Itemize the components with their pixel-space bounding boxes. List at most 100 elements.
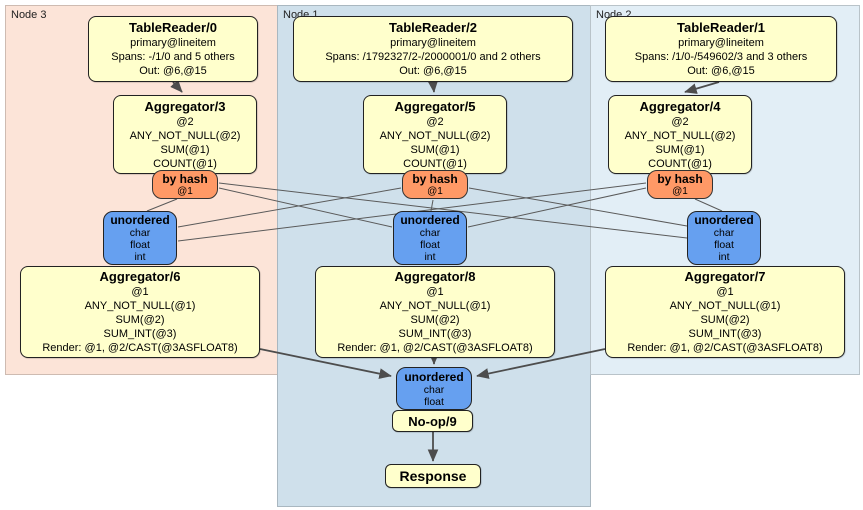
agg-group-cols: @1 bbox=[716, 286, 734, 298]
agg-group-cols: @1 bbox=[426, 286, 444, 298]
edge-hash3-u8 bbox=[218, 187, 393, 228]
router-by-hash-5: by hash @1 bbox=[402, 170, 468, 199]
sync-type: float bbox=[424, 395, 444, 408]
processor-tablereader-1: TableReader/1 primary@lineitem Spans: /1… bbox=[605, 16, 837, 82]
edge-agg7-sync bbox=[476, 348, 606, 379]
router-by-hash-3: by hash @1 bbox=[152, 170, 218, 199]
processor-title: Aggregator/4 bbox=[639, 98, 721, 114]
node3-label: Node 3 bbox=[11, 9, 47, 21]
agg-fn: SUM(@2) bbox=[115, 314, 165, 326]
processor-aggregator-7: Aggregator/7 @1 ANY_NOT_NULL(@1) SUM(@2)… bbox=[605, 266, 845, 358]
processor-tablereader-0: TableReader/0 primary@lineitem Spans: -/… bbox=[88, 16, 258, 82]
edge-hash5-u6 bbox=[177, 187, 402, 228]
agg-fn: ANY_NOT_NULL(@2) bbox=[379, 129, 491, 142]
processor-tablereader-2: TableReader/2 primary@lineitem Spans: /1… bbox=[293, 16, 573, 82]
agg-fn: ANY_NOT_NULL(@1) bbox=[379, 300, 491, 312]
edge-hash4-u8 bbox=[467, 187, 647, 228]
router-columns: @1 bbox=[177, 185, 193, 197]
edge-tr2-agg5 bbox=[427, 79, 439, 93]
agg-group-cols: @1 bbox=[131, 286, 149, 298]
agg-fn: SUM(@2) bbox=[700, 314, 750, 326]
sync-title: unordered bbox=[400, 213, 460, 227]
agg-fn: ANY_NOT_NULL(@1) bbox=[84, 300, 196, 312]
processor-aggregator-6: Aggregator/6 @1 ANY_NOT_NULL(@1) SUM(@2)… bbox=[20, 266, 260, 358]
agg-fn: ANY_NOT_NULL(@2) bbox=[624, 129, 736, 142]
processor-title: Aggregator/7 bbox=[684, 269, 766, 284]
agg-group-cols: @2 bbox=[426, 115, 444, 128]
sync-type: int bbox=[424, 251, 436, 263]
processor-title: Aggregator/8 bbox=[394, 269, 476, 284]
edge-agg6-sync bbox=[259, 348, 392, 379]
sync-title: unordered bbox=[694, 213, 754, 227]
agg-group-cols: @2 bbox=[176, 115, 194, 128]
processor-out: Out: @6,@15 bbox=[139, 65, 207, 77]
processor-detail: primary@lineitem bbox=[678, 37, 764, 49]
router-title: by hash bbox=[162, 171, 208, 186]
agg-fn: SUM(@2) bbox=[410, 314, 460, 326]
processor-title: TableReader/1 bbox=[677, 20, 765, 35]
sync-title: unordered bbox=[110, 213, 170, 227]
processor-detail: primary@lineitem bbox=[130, 37, 216, 49]
router-by-hash-4: by hash @1 bbox=[647, 170, 713, 199]
sync-type: float bbox=[130, 239, 150, 251]
sync-title: unordered bbox=[404, 369, 464, 384]
agg-fn: SUM_INT(@3) bbox=[398, 328, 472, 340]
processor-title: TableReader/2 bbox=[389, 20, 477, 35]
router-columns: @1 bbox=[672, 185, 688, 197]
agg-fn: ANY_NOT_NULL(@2) bbox=[129, 129, 241, 142]
processor-noop-9: No-op/9 bbox=[392, 410, 473, 432]
agg-fn: COUNT(@1) bbox=[153, 157, 217, 170]
processor-spans: Spans: /1792327/2-/2000001/0 and 2 other… bbox=[325, 51, 541, 63]
processor-detail: primary@lineitem bbox=[390, 37, 476, 49]
agg-render: Render: @1, @2/CAST(@3ASFLOAT8) bbox=[337, 342, 533, 354]
agg-render: Render: @1, @2/CAST(@3ASFLOAT8) bbox=[627, 342, 823, 354]
synchronizer-unordered-node1: unordered char float int bbox=[393, 211, 467, 265]
processor-aggregator-3: Aggregator/3 @2 ANY_NOT_NULL(@2) SUM(@1)… bbox=[113, 95, 257, 174]
processor-aggregator-5: Aggregator/5 @2 ANY_NOT_NULL(@2) SUM(@1)… bbox=[363, 95, 507, 174]
processor-spans: Spans: /1/0-/549602/3 and 3 others bbox=[634, 51, 808, 63]
synchronizer-unordered-node3: unordered char float int bbox=[103, 211, 177, 265]
agg-fn: SUM_INT(@3) bbox=[688, 328, 762, 340]
edge-hash5-u7 bbox=[468, 187, 688, 227]
processor-title: Aggregator/3 bbox=[144, 98, 226, 114]
flow-edges bbox=[170, 79, 720, 462]
agg-fn: COUNT(@1) bbox=[403, 157, 467, 170]
sync-type: float bbox=[420, 239, 440, 251]
sync-type: char bbox=[713, 227, 735, 239]
agg-render: Render: @1, @2/CAST(@3ASFLOAT8) bbox=[42, 342, 238, 354]
processor-title: Aggregator/6 bbox=[99, 269, 181, 284]
edge-hash3-u7 bbox=[218, 182, 688, 239]
sync-type: float bbox=[714, 239, 734, 251]
processor-aggregator-4: Aggregator/4 @2 ANY_NOT_NULL(@2) SUM(@1)… bbox=[608, 95, 752, 174]
sync-type: int bbox=[134, 251, 146, 263]
edge-hash4-u7 bbox=[694, 198, 723, 212]
agg-fn: COUNT(@1) bbox=[648, 157, 712, 170]
agg-group-cols: @2 bbox=[671, 115, 689, 128]
processor-out: Out: @6,@15 bbox=[399, 65, 467, 77]
agg-fn: SUM(@1) bbox=[160, 143, 210, 156]
processor-aggregator-8: Aggregator/8 @1 ANY_NOT_NULL(@1) SUM(@2)… bbox=[315, 266, 555, 358]
agg-fn: SUM(@1) bbox=[655, 143, 705, 156]
agg-fn: SUM_INT(@3) bbox=[103, 328, 177, 340]
router-title: by hash bbox=[412, 171, 458, 186]
synchronizer-unordered-node2: unordered char float int bbox=[687, 211, 761, 265]
edge-tr1-agg4 bbox=[684, 81, 720, 94]
edge-tr0-agg3 bbox=[170, 79, 183, 93]
router-columns: @1 bbox=[427, 185, 443, 197]
agg-fn: SUM(@1) bbox=[410, 143, 460, 156]
response-node: Response bbox=[385, 464, 481, 488]
processor-out: Out: @6,@15 bbox=[687, 65, 755, 77]
sync-type: int bbox=[718, 251, 730, 263]
sync-type: char bbox=[419, 227, 441, 239]
router-title: by hash bbox=[657, 171, 703, 186]
processor-spans: Spans: -/1/0 and 5 others bbox=[111, 51, 235, 63]
processor-title: No-op/9 bbox=[408, 413, 457, 429]
processor-title: Response bbox=[399, 467, 467, 484]
agg-fn: ANY_NOT_NULL(@1) bbox=[669, 300, 781, 312]
sync-type: char bbox=[423, 383, 445, 396]
processor-title: Aggregator/5 bbox=[394, 98, 476, 114]
processor-title: TableReader/0 bbox=[129, 20, 217, 35]
sync-type: char bbox=[129, 227, 151, 239]
edge-hash3-u6 bbox=[146, 198, 178, 212]
